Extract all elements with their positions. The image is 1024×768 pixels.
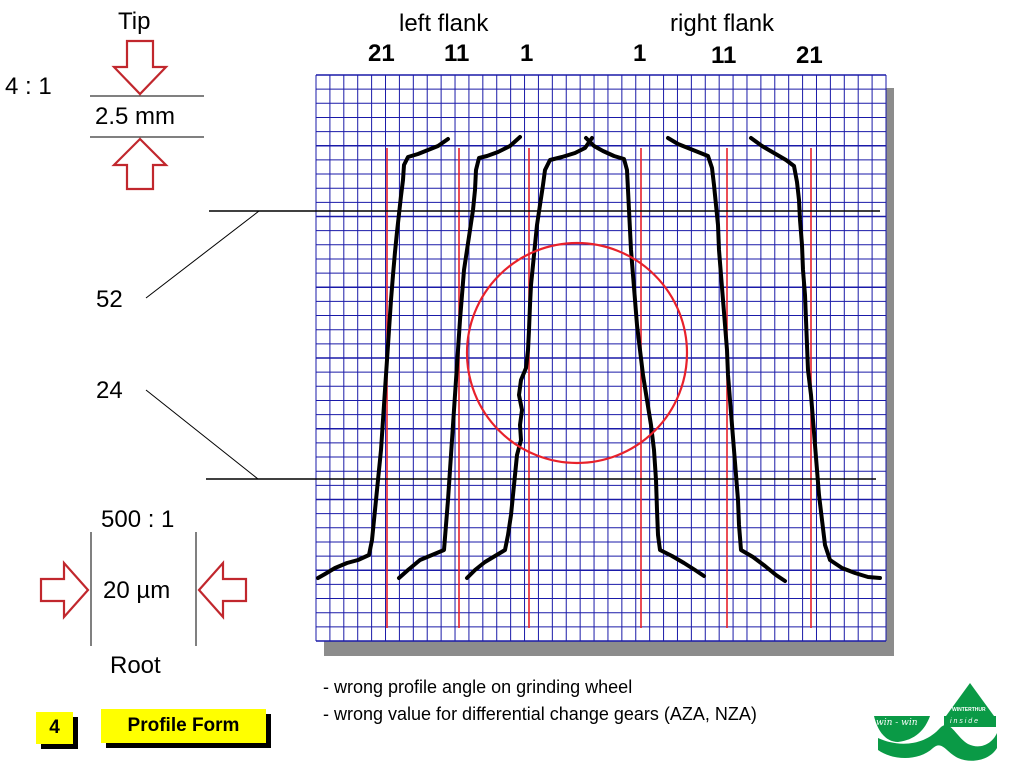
logo-swoosh [878, 725, 997, 761]
logo-triangle [946, 683, 994, 716]
trace-left-21 [316, 137, 450, 580]
tip-scale [90, 39, 204, 191]
trace-left-11 [397, 135, 522, 580]
page-number: 4 [49, 717, 60, 738]
deviation-width-label: 20 µm [103, 577, 171, 604]
profile-traces [316, 135, 882, 583]
left-number-21: 21 [368, 40, 395, 67]
profile-scale-label: 4 : 1 [5, 73, 52, 100]
measurement-lines [145, 210, 880, 480]
grid-lines [315, 74, 887, 642]
right-number-1: 1 [633, 40, 647, 67]
note-2: - wrong value for differential change ge… [323, 704, 757, 724]
trace-right-21 [749, 136, 882, 580]
logo-tagline-text: i n s i d e [950, 718, 979, 725]
arrow-up-icon [111, 137, 169, 191]
note-1: - wrong profile angle on grinding wheel [323, 677, 633, 697]
marker-24-label: 24 [96, 377, 123, 404]
root-label: Root [110, 652, 161, 679]
marker-52-label: 52 [96, 286, 123, 313]
trace-right-1 [584, 136, 706, 578]
tip-label: Tip [118, 8, 151, 35]
right-number-11: 11 [711, 42, 737, 69]
arrow-right-icon [39, 560, 90, 620]
logo-brand-text: WINTERTHUR [952, 707, 986, 713]
winterthur-logo [874, 683, 997, 761]
title-badge: Profile Form [101, 709, 266, 743]
deviation-scale [39, 532, 248, 646]
trace-left-1 [465, 136, 594, 580]
page-number-badge: 4 [36, 712, 73, 744]
left-number-1: 1 [520, 40, 534, 67]
slide-title: Profile Form [127, 715, 240, 736]
logo-bar [944, 716, 996, 727]
upper-leader-line [145, 210, 260, 299]
logo-left-leaf [874, 716, 930, 742]
highlight-circle [465, 241, 689, 465]
left-flank-label: left flank [399, 10, 489, 37]
tip-length-label: 2.5 mm [95, 103, 176, 130]
arrow-down-icon [111, 39, 169, 96]
right-flank-label: right flank [670, 10, 775, 37]
right-number-21: 21 [796, 42, 823, 69]
lower-leader-line [145, 389, 259, 480]
trace-right-11 [666, 136, 787, 583]
arrow-left-icon [197, 560, 248, 620]
left-number-11: 11 [444, 40, 470, 67]
deviation-scale-label: 500 : 1 [101, 506, 175, 533]
logo-script-text: win - win [876, 718, 918, 728]
